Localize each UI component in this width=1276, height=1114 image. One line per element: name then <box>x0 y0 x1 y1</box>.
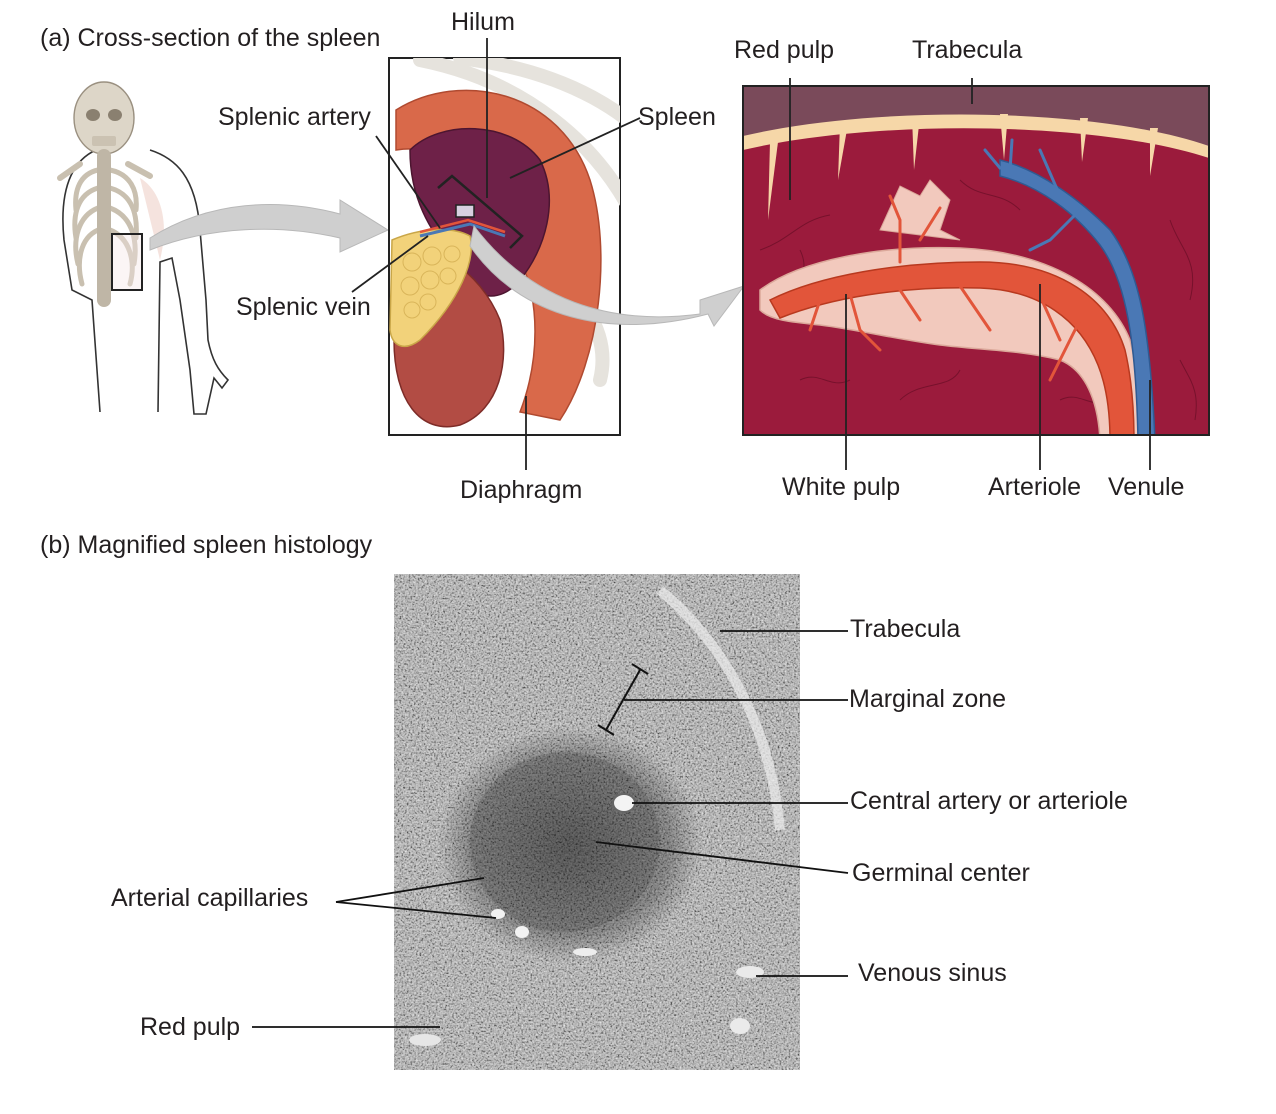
histology-micrograph <box>252 574 849 1070</box>
germinal-center-region <box>438 727 702 963</box>
label-red-pulp-a: Red pulp <box>734 36 835 64</box>
magnify-box <box>455 204 475 218</box>
label-venous-sinus: Venous sinus <box>858 959 1007 987</box>
arrow-to-cross-section <box>149 199 390 253</box>
label-marginal-zone: Marginal zone <box>849 685 1007 713</box>
pancreas-shape <box>389 228 472 348</box>
label-venule: Venule <box>1108 473 1185 501</box>
label-red-pulp-b: Red pulp <box>140 1013 241 1041</box>
central-artery-lumen <box>612 793 636 813</box>
label-arteriole: Arteriole <box>988 473 1082 501</box>
trabecula-band <box>743 114 1209 158</box>
label-germinal-center: Germinal center <box>852 859 1030 887</box>
label-central-artery: Central artery or arteriole <box>850 787 1128 815</box>
venule-vessel <box>999 159 1156 435</box>
label-splenic-vein: Splenic vein <box>236 293 371 321</box>
magnified-pulp-panel <box>742 78 1210 470</box>
label-trabecula-a: Trabecula <box>912 36 1023 64</box>
cross-section-panel <box>351 38 641 470</box>
arteriole-vessel <box>768 261 1135 435</box>
panel-a-caption: (a) Cross-section of the spleen <box>40 24 381 52</box>
label-splenic-artery: Splenic artery <box>218 103 371 131</box>
panel-b-caption: (b) Magnified spleen histology <box>40 531 373 559</box>
body-silhouette <box>57 81 230 415</box>
label-hilum: Hilum <box>451 8 515 36</box>
body-inset-box <box>111 233 143 291</box>
ribcage <box>72 167 139 287</box>
label-white-pulp: White pulp <box>782 473 901 501</box>
label-diaphragm: Diaphragm <box>460 476 583 504</box>
arrow-to-magnified-view <box>469 224 746 327</box>
label-spleen: Spleen <box>638 103 716 131</box>
label-trabecula-b: Trabecula <box>850 615 961 643</box>
label-arterial-capillaries: Arterial capillaries <box>111 884 309 912</box>
hilum-bracket <box>437 174 524 249</box>
